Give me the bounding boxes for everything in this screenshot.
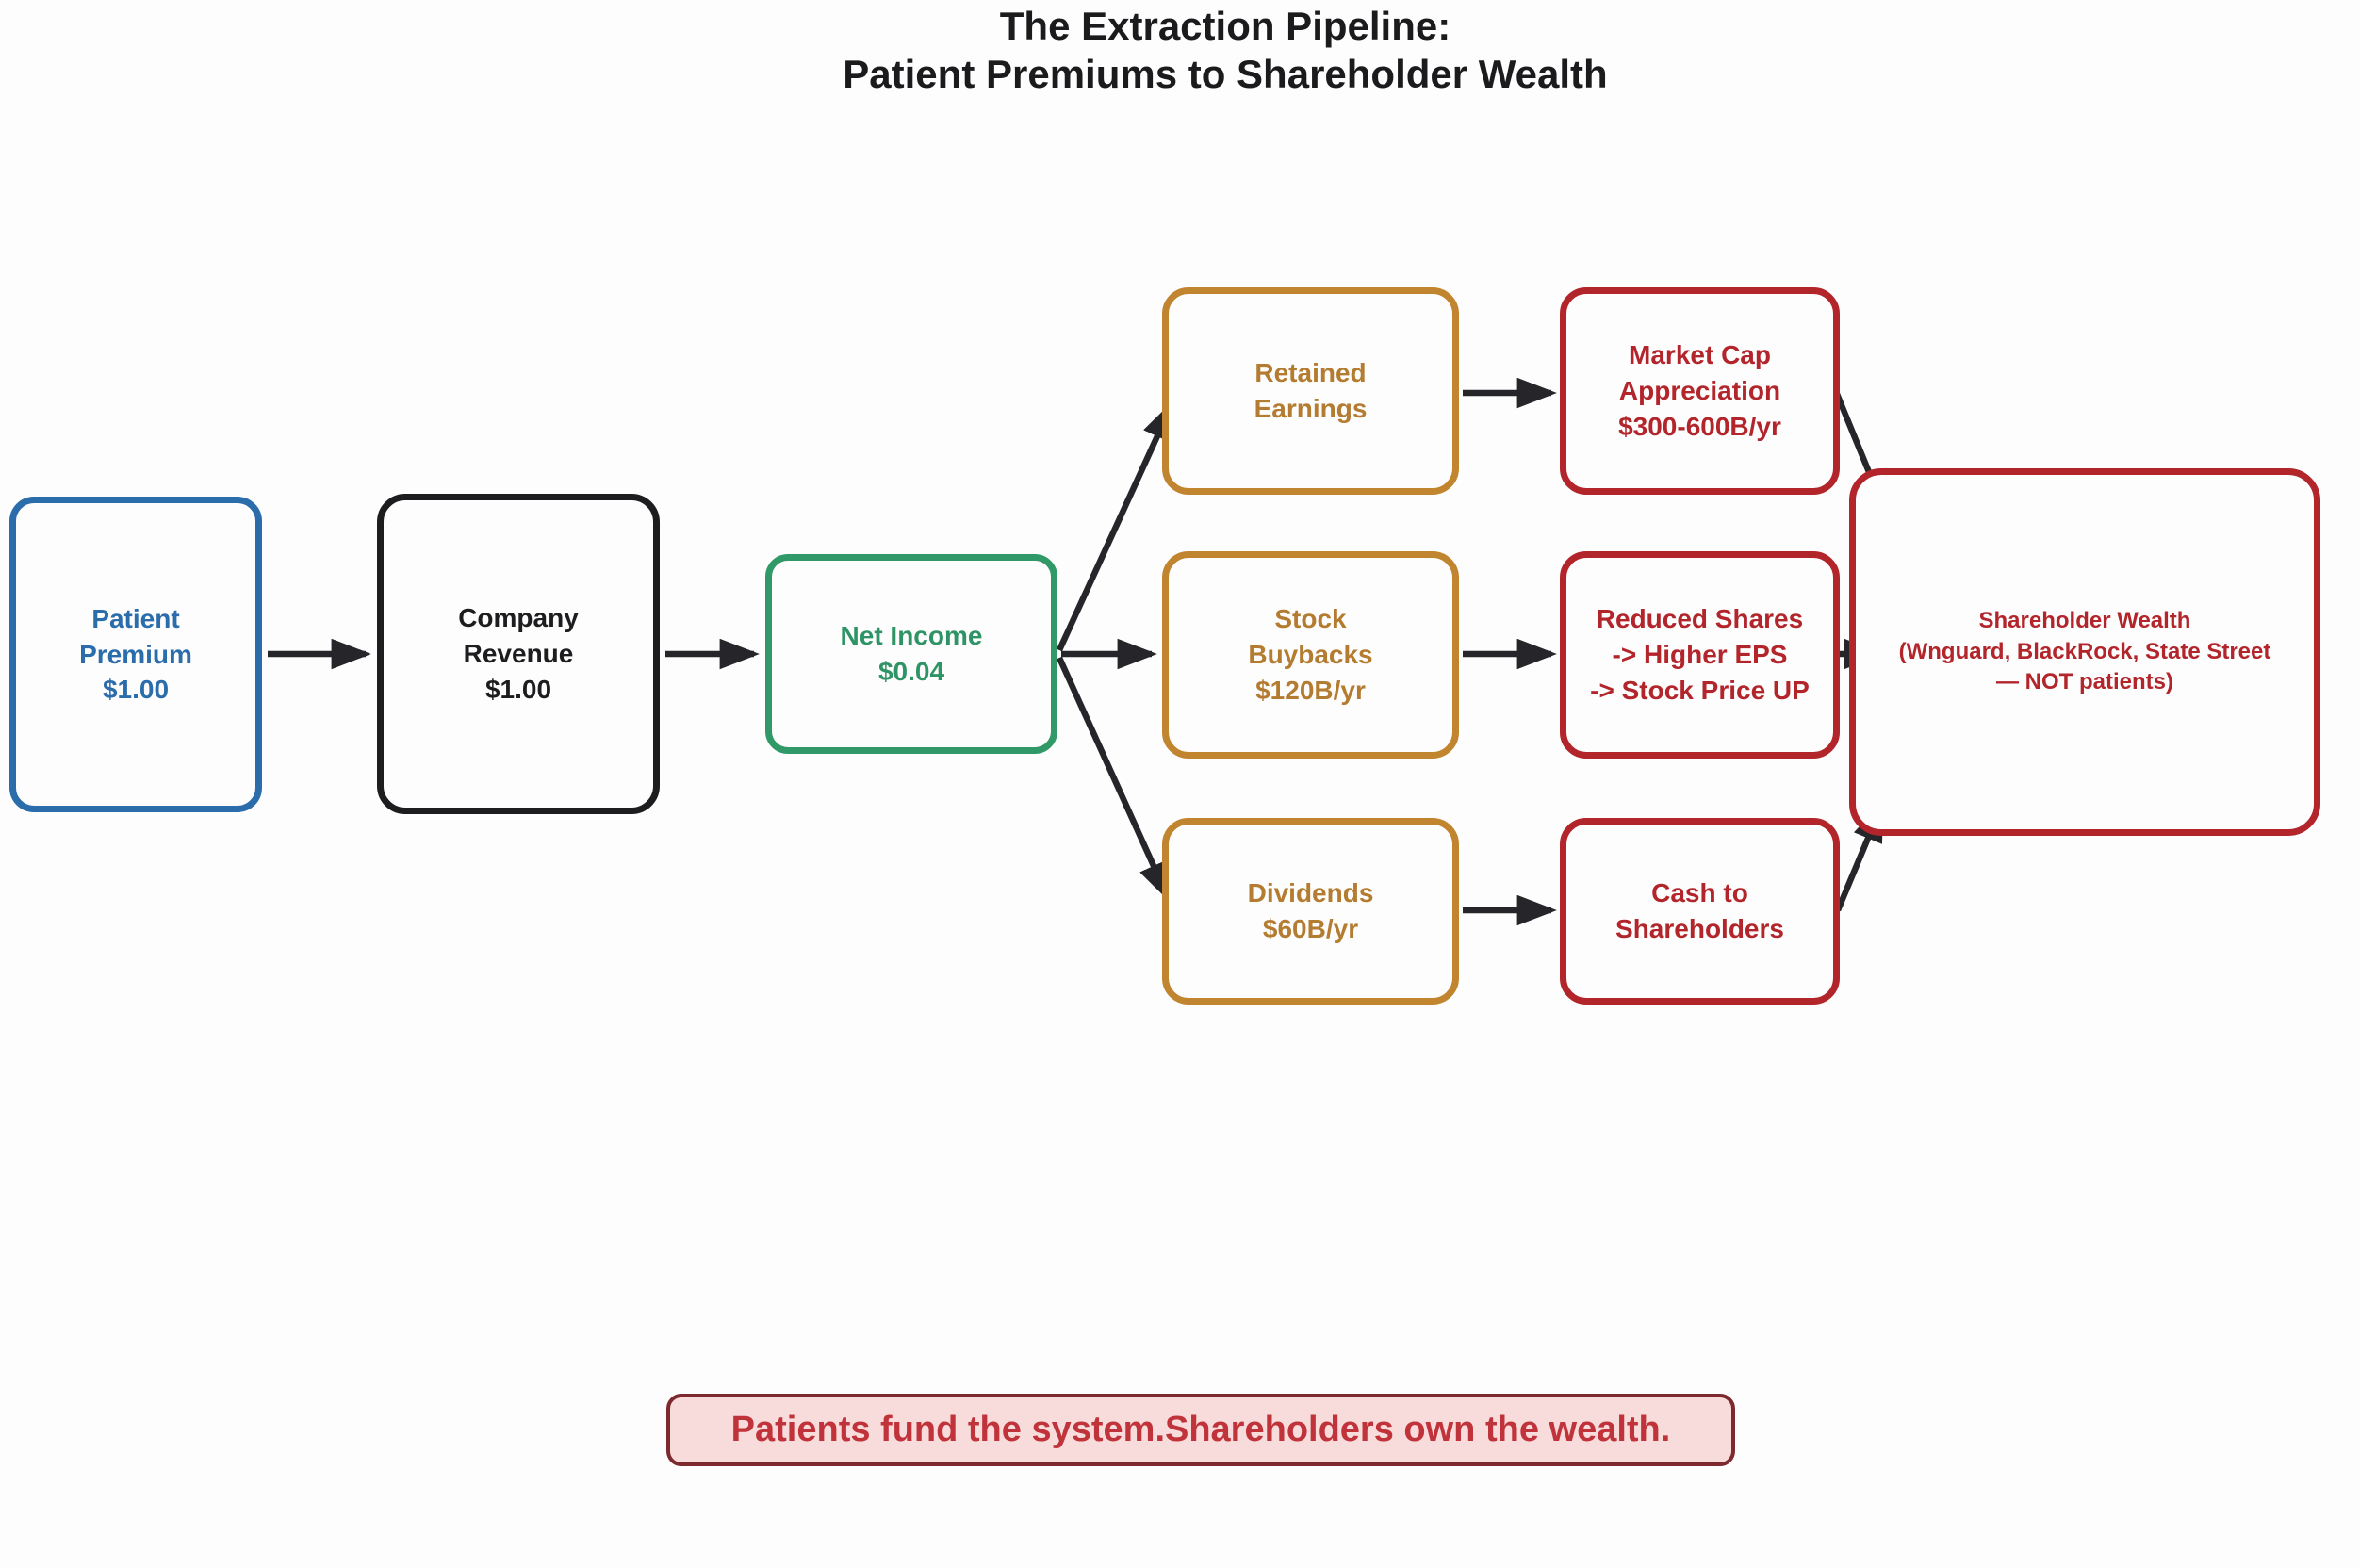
arrow-netincome-to-dividends xyxy=(1057,656,1171,903)
node-market-cap-appreciation: Market Cap Appreciation $300-600B/yr xyxy=(1560,287,1840,495)
node-reduced-shares: Reduced Shares -> Higher EPS -> Stock Pr… xyxy=(1560,551,1840,759)
node-retained-earnings: Retained Earnings xyxy=(1162,287,1459,495)
node-cash-to-shareholders: Cash to Shareholders xyxy=(1560,818,1840,1004)
node-stock-buybacks: Stock Buybacks $120B/yr xyxy=(1162,551,1459,759)
diagram-title-line2: Patient Premiums to Shareholder Wealth xyxy=(843,52,1608,97)
diagram-title: The Extraction Pipeline: Patient Premium… xyxy=(749,2,1701,98)
bottom-banner: Patients fund the system.Shareholders ow… xyxy=(666,1394,1735,1466)
node-company-revenue: Company Revenue $1.00 xyxy=(377,494,660,814)
diagram-title-line1: The Extraction Pipeline: xyxy=(999,4,1451,48)
node-patient-premium: Patient Premium $1.00 xyxy=(9,497,262,812)
bottom-banner-text: Patients fund the system.Shareholders ow… xyxy=(730,1410,1671,1449)
arrow-netincome-to-retained xyxy=(1057,400,1174,652)
node-shareholder-wealth: Shareholder Wealth (Wnguard, BlackRock, … xyxy=(1849,468,2320,836)
node-dividends: Dividends $60B/yr xyxy=(1162,818,1459,1004)
node-net-income: Net Income $0.04 xyxy=(765,554,1057,754)
